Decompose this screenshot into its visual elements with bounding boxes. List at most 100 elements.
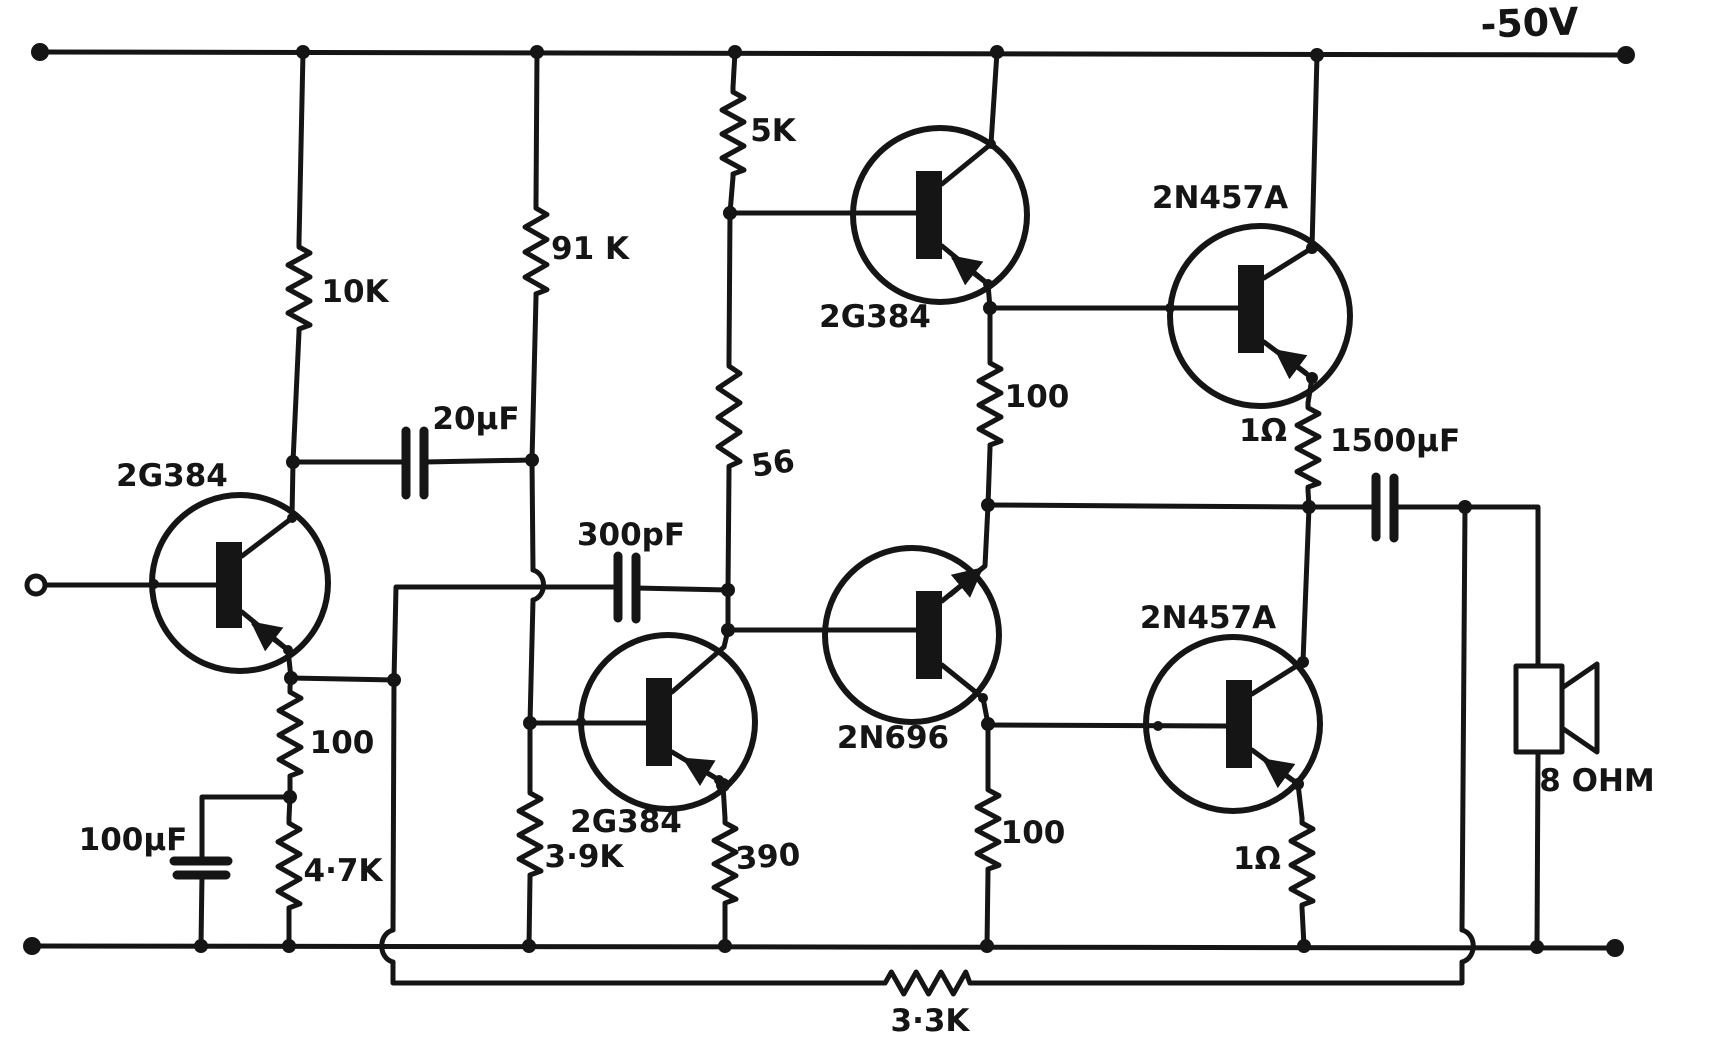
emitter-arrow	[682, 757, 717, 787]
resistor-value-label: 100	[1001, 815, 1066, 851]
resistor-value-label: 3·3K	[891, 1003, 971, 1039]
resistor-value-label: 91 K	[551, 231, 630, 267]
capacitor-100uf: 100μF	[79, 822, 233, 880]
capacitor-value-label: 100μF	[79, 822, 188, 858]
wire	[198, 872, 205, 949]
transistor-q5-2n457a: 2N457A	[987, 52, 1353, 409]
junction-dot	[387, 673, 401, 687]
junction-dot	[282, 939, 296, 953]
resistor-100-driver: 100	[979, 358, 1069, 448]
resistor-1ohm-lower: 1Ω	[1233, 818, 1313, 908]
wire	[529, 457, 536, 573]
junction-dot	[523, 716, 537, 730]
junction-dot	[530, 45, 544, 59]
junction-dots	[194, 45, 1544, 954]
resistor-value-label: 1Ω	[1233, 841, 1281, 877]
supply-voltage-label: -50V	[1480, 0, 1580, 47]
junction-dot	[1458, 500, 1472, 514]
resistor-value-label: 5K	[750, 113, 797, 149]
junction-dot	[983, 301, 997, 315]
junction-dot	[721, 623, 735, 637]
capacitor-value-label: 20μF	[432, 401, 519, 437]
wire	[970, 959, 1465, 986]
wire	[290, 329, 302, 465]
junction-dot	[296, 45, 310, 59]
capacitor-300pf: 300pF	[577, 517, 685, 624]
emitter-arrow	[947, 567, 984, 598]
junction-dot	[1302, 500, 1316, 514]
resistor-value-label: 100	[310, 725, 375, 761]
resistor-4p7k: 4·7K	[278, 818, 383, 911]
junction-dot	[194, 939, 208, 953]
wire	[391, 584, 621, 683]
junction-dot	[525, 453, 539, 467]
wire	[633, 585, 731, 593]
capacitor-value-label: 1500μF	[1330, 423, 1460, 459]
resistor-390: 390	[714, 818, 802, 906]
transistor-label: 2G384	[819, 299, 931, 335]
speaker: 8 OHM	[1513, 661, 1655, 799]
emitter-arrow	[950, 255, 987, 286]
wire	[985, 445, 993, 508]
junction-dot	[1310, 48, 1324, 62]
resistor-value-label: 3·9K	[545, 839, 625, 875]
transistor-q6-2n457a: 2N457A	[985, 504, 1323, 814]
capacitor-20uf: 20μF	[401, 401, 520, 500]
junction-dot	[283, 790, 297, 804]
junction-dot	[723, 206, 737, 220]
rail-end-terminal	[31, 43, 49, 61]
capacitor-value-label: 300pF	[577, 517, 685, 553]
capacitor-1500uf-output: 1500μF	[1330, 423, 1460, 543]
junction-dot	[990, 45, 1004, 59]
wire	[526, 875, 533, 949]
junction-dot	[981, 717, 995, 731]
wire	[1462, 504, 1541, 669]
transistor-q2-2g384: 2G384	[727, 49, 1030, 335]
junction-dot	[1297, 939, 1311, 953]
transistor-label: 2N457A	[1152, 180, 1288, 216]
resistor-91k: 91 K	[525, 203, 630, 297]
wire	[725, 467, 732, 593]
junction-dot	[284, 671, 298, 685]
resistor-3p9k: 3·9K	[519, 788, 624, 878]
junction-dot	[716, 778, 730, 792]
junction-dot	[522, 939, 536, 953]
bottom-rail	[23, 937, 1624, 957]
resistor-3p3k-feedback: 3·3K	[880, 972, 973, 1039]
junction-dot	[981, 498, 995, 512]
wire	[296, 49, 306, 245]
resistor-value-label: 100	[1005, 379, 1070, 415]
resistor-56: 56	[718, 360, 797, 485]
wire	[726, 210, 733, 363]
resistor-value-label: 56	[749, 443, 797, 485]
resistor-value-label: 1Ω	[1239, 413, 1287, 449]
rail-end-terminal	[1606, 939, 1624, 957]
emitter-arrow	[1274, 349, 1309, 380]
wire	[379, 927, 396, 965]
wire	[390, 959, 883, 986]
wire	[1459, 927, 1476, 965]
wire	[288, 675, 397, 683]
wire	[421, 457, 535, 465]
emitter-arrow	[250, 621, 287, 652]
transistor-q1-2g384: 2G384	[41, 458, 331, 681]
speaker-coil	[1513, 663, 1565, 755]
junction-dot	[728, 45, 742, 59]
wire	[390, 677, 397, 933]
resistor-1ohm-upper: 1Ω	[1239, 403, 1319, 490]
transistor-label: 2N457A	[1140, 600, 1276, 636]
wire	[984, 869, 991, 949]
transistor-q4-2n696: 2N696	[725, 502, 1002, 756]
connection-wires	[198, 49, 1541, 986]
junction-dot	[980, 939, 994, 953]
speaker-horn	[1559, 661, 1600, 755]
resistor-value-label: 390	[734, 837, 801, 877]
resistor-10k: 10K	[288, 242, 390, 332]
wire	[1459, 504, 1468, 933]
wire	[533, 49, 540, 206]
rail-end-terminal	[1617, 46, 1635, 64]
resistor-value-label: 4·7K	[304, 853, 384, 889]
wire	[1534, 749, 1541, 949]
resistor-100-lower: 100	[977, 785, 1065, 872]
